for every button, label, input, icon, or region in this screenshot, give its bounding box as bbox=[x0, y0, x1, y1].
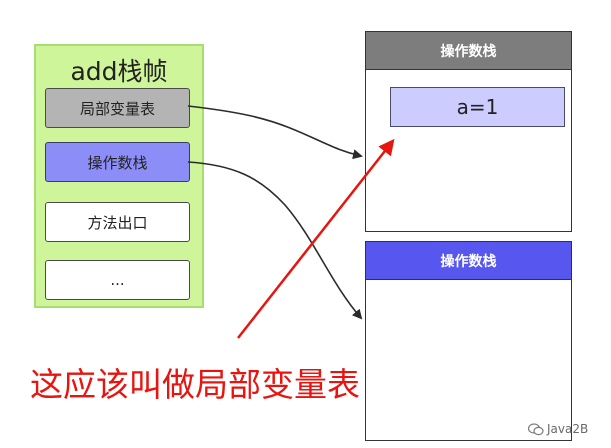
annotation-caption: 这应该叫做局部变量表 bbox=[30, 365, 360, 404]
operand-stack-bottom: 操作数栈 bbox=[365, 241, 572, 441]
arrow-local-var-to-top-stack bbox=[187, 105, 363, 160]
ellipsis-slot: ... bbox=[45, 260, 190, 300]
annotation-red-arrow bbox=[237, 138, 395, 339]
operand-stack-slot: 操作数栈 bbox=[45, 142, 190, 182]
local-variable-table-slot: 局部变量表 bbox=[45, 88, 190, 128]
stack-frame-title: add栈帧 bbox=[70, 57, 168, 86]
watermark: Java2B bbox=[528, 422, 588, 436]
variable-a-box: a=1 bbox=[390, 87, 565, 127]
operand-stack-top: 操作数栈 bbox=[365, 31, 572, 232]
operand-stack-bottom-header: 操作数栈 bbox=[366, 242, 571, 280]
watermark-text: Java2B bbox=[547, 422, 589, 436]
method-exit-slot: 方法出口 bbox=[45, 202, 190, 242]
wechat-icon bbox=[528, 422, 544, 435]
arrow-operand-to-bottom-stack bbox=[187, 161, 363, 320]
operand-stack-top-header: 操作数栈 bbox=[366, 32, 571, 70]
stack-frame: add栈帧 局部变量表 操作数栈 方法出口 ... bbox=[34, 44, 204, 308]
